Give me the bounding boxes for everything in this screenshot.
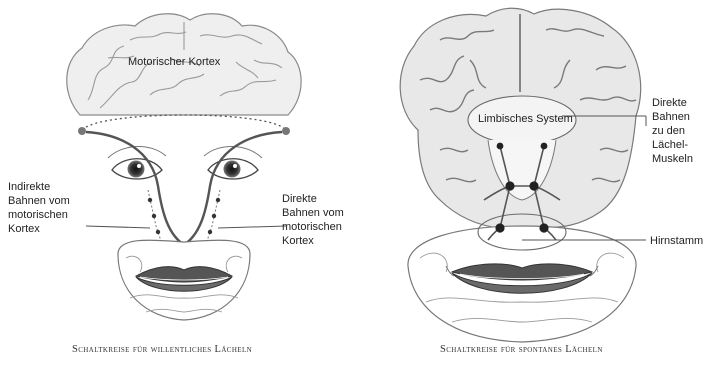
right-direct-line-1: Direkte	[652, 96, 693, 110]
right-direct-line-3: zu den	[652, 124, 693, 138]
direct-label-line-1: Direkte	[282, 192, 344, 206]
left-motor-arc	[82, 115, 286, 130]
indirect-label-line-2: Bahnen vom	[8, 194, 70, 208]
left-direct-pathway-b	[182, 132, 282, 246]
left-direct-pathway-a	[86, 132, 186, 246]
direct-label-line-2: Bahnen vom	[282, 206, 344, 220]
right-direct-line-5: Muskeln	[652, 152, 693, 166]
left-cortex-node-right	[282, 127, 290, 135]
left-indirect-leader	[86, 226, 150, 228]
brainstem-label: Hirnstamm	[650, 234, 703, 248]
right-direct-line-2: Bahnen	[652, 110, 693, 124]
indirect-label-line-3: motorischen	[8, 208, 70, 222]
indirect-pathways-label: Indirekte Bahnen vom motorischen Kortex	[8, 180, 70, 236]
voluntary-smile-caption: Schaltkreise für willentliches Lächeln	[72, 344, 252, 355]
spontaneous-smile-caption: Schaltkreise für spontanes Lächeln	[440, 344, 603, 355]
left-direct-leader	[218, 226, 286, 228]
limbic-system-label: Limbisches System	[478, 112, 573, 126]
direct-label-line-4: Kortex	[282, 234, 344, 248]
direct-label-line-3: motorischen	[282, 220, 344, 234]
right-panel	[400, 8, 646, 342]
direct-smile-pathways-label: Direkte Bahnen zu den Lächel- Muskeln	[652, 96, 693, 166]
right-direct-line-4: Lächel-	[652, 138, 693, 152]
right-face-outline	[408, 226, 636, 342]
left-cortex-node-left	[78, 127, 86, 135]
indirect-label-line-4: Kortex	[8, 222, 70, 236]
motor-cortex-label: Motorischer Kortex	[128, 55, 220, 69]
left-eye	[108, 146, 166, 179]
direct-pathways-label: Direkte Bahnen vom motorischen Kortex	[282, 192, 344, 248]
indirect-label-line-1: Indirekte	[8, 180, 70, 194]
